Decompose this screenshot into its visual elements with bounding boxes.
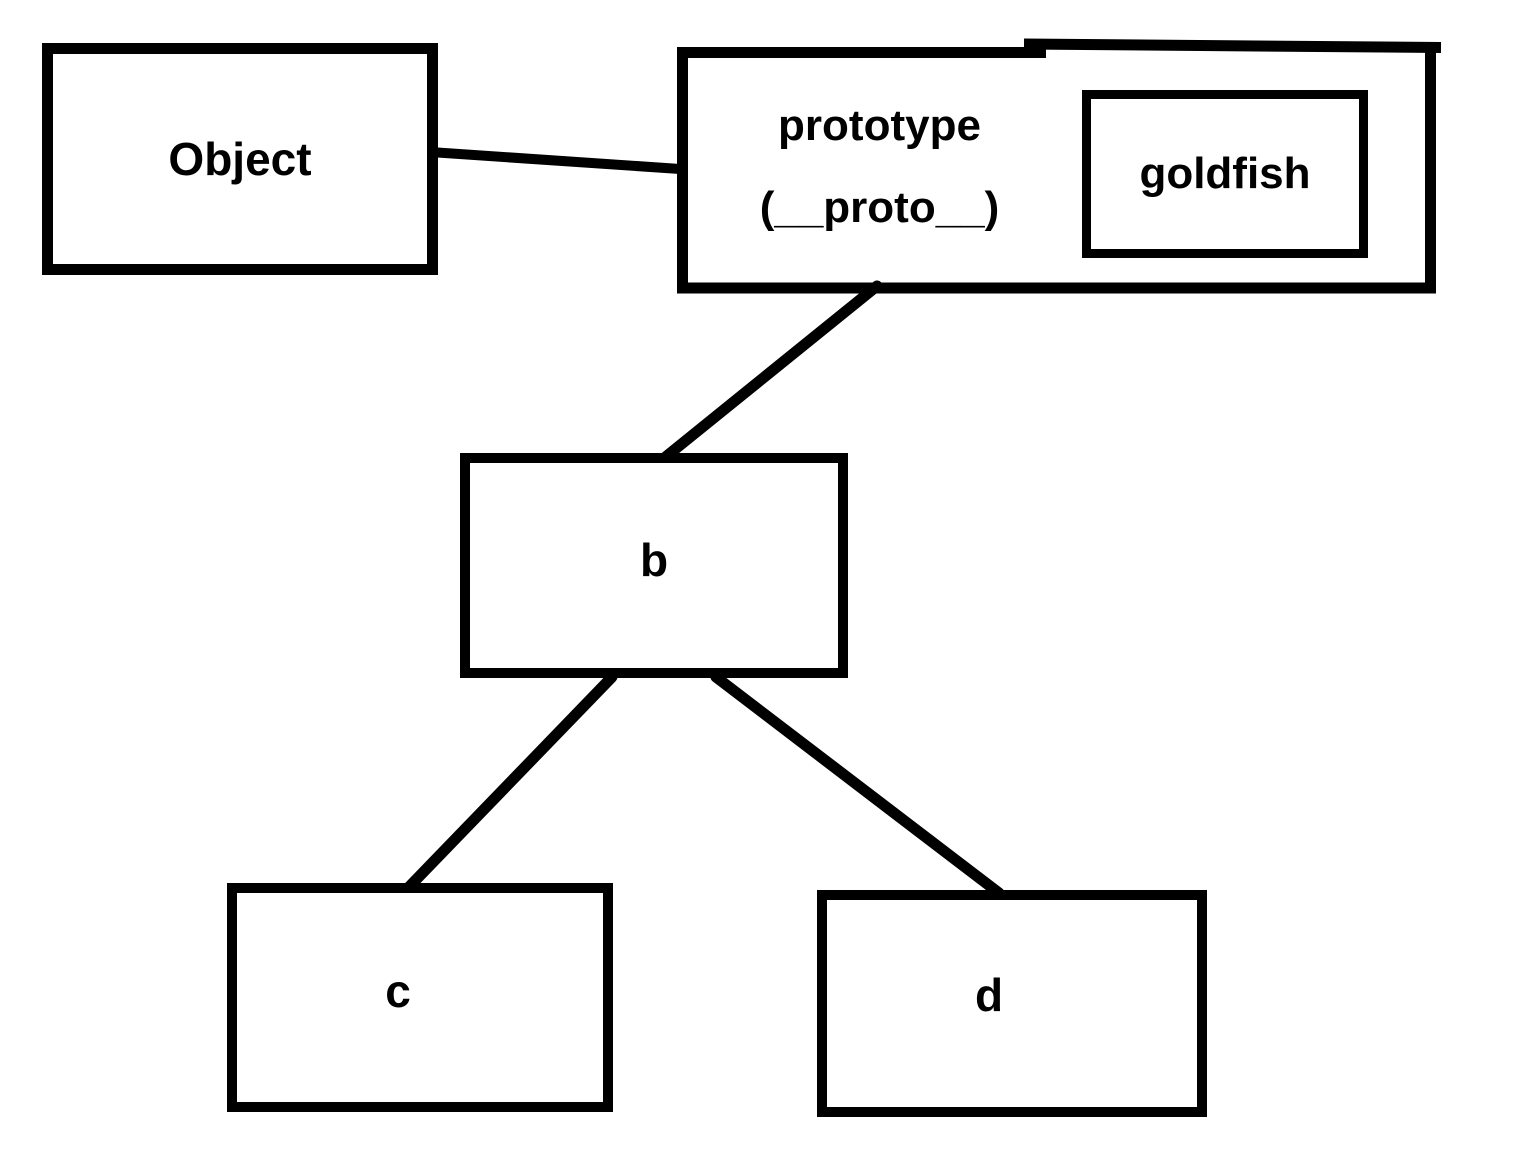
edge-b-c [403, 671, 618, 893]
goldfish-box [1082, 90, 1368, 258]
edge-b-d [710, 671, 1005, 899]
prototype-box [677, 38, 1442, 294]
object-box [42, 43, 438, 275]
node-d-box [817, 890, 1207, 1117]
node-c-box [227, 883, 613, 1112]
edge-object-prototype [425, 147, 685, 174]
node-b-box [460, 453, 848, 678]
edge-prototype-b [657, 280, 883, 465]
